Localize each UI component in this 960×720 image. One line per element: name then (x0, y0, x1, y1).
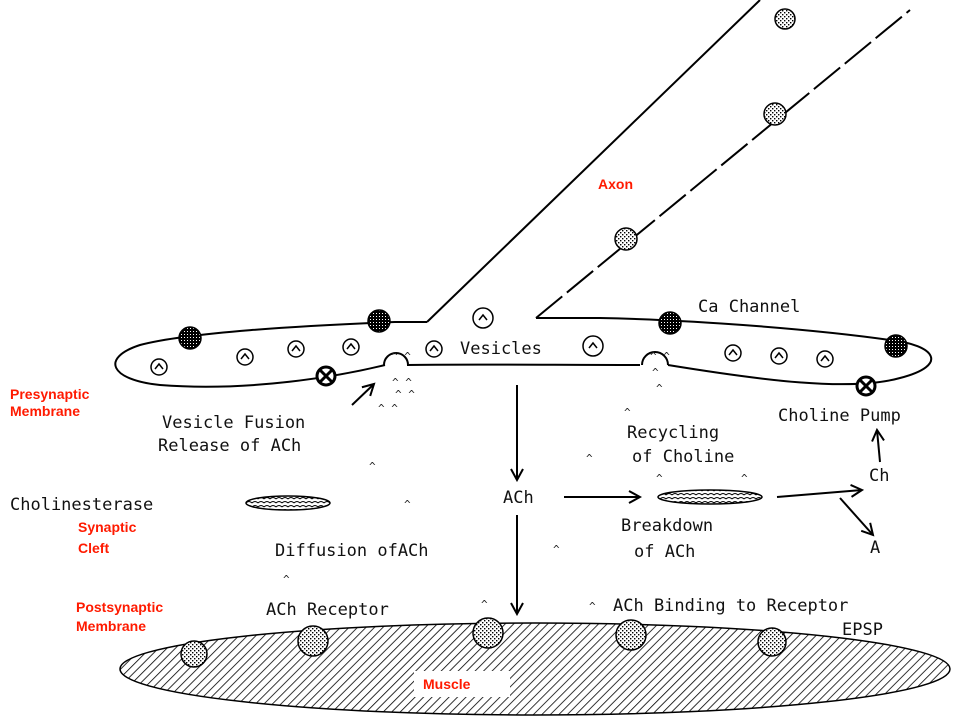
ca-channel-label: Ca Channel (698, 297, 800, 317)
presynaptic-membrane-label: Membrane (10, 403, 80, 419)
ach-receptor-label: ACh Receptor (266, 600, 389, 620)
vesicle (342, 338, 360, 356)
svg-text:^: ^ (652, 366, 659, 379)
vesicle (150, 358, 168, 376)
svg-text:^: ^ (656, 382, 663, 395)
ca-channel (658, 311, 682, 335)
vesicle (724, 344, 742, 362)
axon-node (763, 102, 787, 126)
ach-binding-label: ACh Binding to Receptor (613, 596, 848, 616)
recycling-label: Recycling (627, 423, 719, 443)
ach-receptor (757, 627, 787, 657)
svg-text:^: ^ (656, 472, 663, 485)
choline-pump-icon (315, 365, 337, 387)
release-of-ach-label: Release of ACh (158, 436, 301, 456)
breakdown-label: Breakdown (621, 516, 713, 536)
svg-text:^ ^: ^ ^ (392, 376, 412, 389)
ach-label: ACh (503, 488, 534, 508)
svg-text:^: ^ (369, 460, 376, 473)
a-label: A (870, 538, 880, 558)
of-ach-label: of ACh (634, 542, 695, 562)
presynaptic-label: Presynaptic (10, 386, 90, 402)
vesicle (236, 348, 254, 366)
ach-receptor (472, 617, 504, 649)
postsynaptic-label: Postsynaptic (76, 599, 163, 615)
ca-channel (367, 309, 391, 333)
vesicle (287, 340, 305, 358)
svg-text:^: ^ (586, 452, 593, 465)
vesicle (425, 340, 443, 358)
cholinesterase-enzyme (245, 495, 331, 511)
vesicle (582, 335, 604, 357)
ca-channel (884, 334, 908, 358)
of-choline-label: of Choline (632, 447, 734, 467)
svg-text:^: ^ (481, 598, 488, 611)
choline-pump-icon (855, 375, 877, 397)
axon-node (774, 8, 796, 30)
ach-receptor (615, 619, 647, 651)
svg-text:^ ^: ^ ^ (378, 402, 398, 415)
postsynaptic-membrane-label: Membrane (76, 618, 146, 634)
cleft-label: Cleft (78, 540, 109, 556)
ach-receptor (297, 625, 329, 657)
recycling-vesicle (641, 351, 669, 366)
muscle-label: Muscle (423, 676, 471, 692)
vesicles-label: Vesicles (460, 339, 542, 359)
cholinesterase-enzyme (657, 489, 763, 505)
diffusion-label: Diffusion ofACh (275, 541, 429, 561)
svg-text:^ ^: ^ ^ (391, 350, 411, 363)
fusing-vesicle (383, 352, 409, 366)
vesicle-fusion-label: Vesicle Fusion (162, 413, 305, 433)
svg-text:^: ^ (589, 600, 596, 613)
axon-node (614, 227, 638, 251)
ach-molecules: ^ ^ ^ ^ ^ ^ ^ ^ ^ ^ ^ ^ ^ ^ ^ ^ ^ ^ ^ ^ … (283, 350, 748, 613)
svg-text:^ ^: ^ ^ (395, 388, 415, 401)
ach-receptor (180, 640, 208, 668)
svg-text:^: ^ (404, 498, 411, 511)
vesicle (816, 350, 834, 368)
arrows (351, 384, 880, 614)
synaptic-label: Synaptic (78, 519, 137, 535)
axon (426, 0, 911, 323)
axon-label: Axon (598, 176, 633, 192)
presynaptic-terminal (114, 309, 933, 397)
svg-text:^ ^: ^ ^ (650, 350, 670, 363)
vesicles (150, 307, 834, 376)
ch-label: Ch (869, 466, 889, 486)
vesicle (770, 347, 788, 365)
epsp-label: EPSP (842, 620, 883, 640)
svg-text:^: ^ (283, 573, 290, 586)
svg-text:^: ^ (624, 406, 631, 419)
cholinesterase-label: Cholinesterase (10, 495, 153, 515)
ca-channel (178, 326, 202, 350)
muscle (119, 617, 951, 716)
choline-pump-label: Choline Pump (778, 406, 901, 426)
vesicle (472, 307, 494, 329)
svg-text:^: ^ (741, 472, 748, 485)
svg-text:^: ^ (553, 543, 560, 556)
